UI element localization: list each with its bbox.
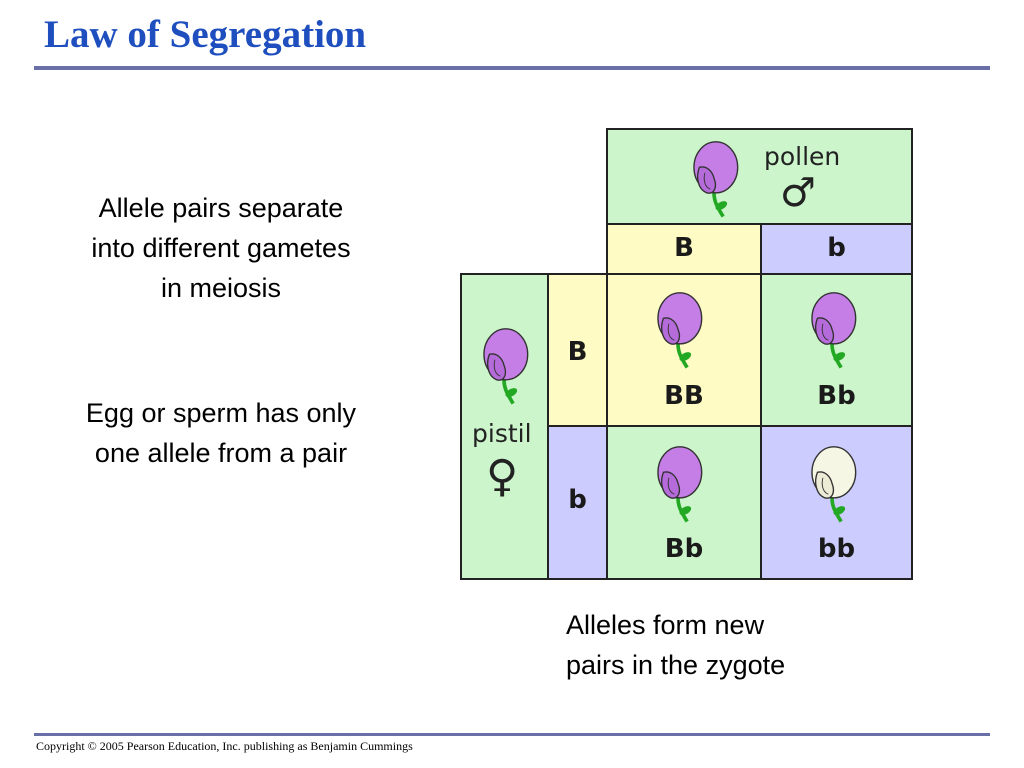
gamete-allele-text: Egg or sperm has only one allele from a … — [40, 393, 402, 473]
purple-flower-icon — [657, 446, 703, 523]
slide-title: Law of Segregation — [44, 13, 367, 56]
pistil-cell: pistil ♀ — [460, 273, 549, 580]
genotype-label: BB — [664, 381, 704, 411]
offspring-cell-bb: bb — [760, 425, 913, 580]
text-line: Allele pairs separate — [98, 193, 344, 223]
copyright-notice: Copyright © 2005 Pearson Education, Inc.… — [36, 739, 413, 753]
left-allele-b: b — [547, 425, 608, 580]
white-flower-icon — [811, 446, 857, 523]
zygote-text: Alleles form new pairs in the zygote — [566, 605, 866, 685]
offspring-cell-Bb-top: Bb — [760, 273, 913, 427]
purple-flower-icon — [657, 292, 703, 369]
allele-label: B — [567, 337, 588, 367]
allele-separation-text: Allele pairs separate into different gam… — [40, 188, 402, 308]
left-allele-B: B — [547, 273, 608, 427]
purple-flower-icon — [693, 141, 739, 218]
text-line: into different gametes — [91, 233, 351, 263]
offspring-cell-BB: BB — [606, 273, 762, 427]
allele-label: b — [568, 485, 587, 515]
male-symbol-icon: ♂ — [780, 170, 816, 216]
pollen-cell: pollen ♂ — [606, 128, 913, 225]
offspring-cell-Bb-bottom: Bb — [606, 425, 762, 580]
allele-label: b — [827, 233, 846, 263]
top-allele-B: B — [606, 223, 762, 275]
purple-flower-icon — [483, 328, 529, 405]
purple-flower-icon — [811, 292, 857, 369]
text-line: pairs in the zygote — [566, 650, 786, 680]
pistil-label: pistil — [472, 419, 532, 448]
text-line: one allele from a pair — [94, 438, 348, 468]
top-allele-b: b — [760, 223, 913, 275]
pollen-label: pollen — [764, 142, 841, 171]
genotype-label: Bb — [664, 534, 704, 564]
footer-rule — [34, 733, 990, 736]
text-line: Egg or sperm has only — [85, 398, 357, 428]
text-line: Alleles form new — [566, 610, 765, 640]
allele-label: B — [674, 233, 694, 263]
genotype-label: Bb — [817, 381, 856, 411]
female-symbol-icon: ♀ — [486, 451, 519, 502]
text-line: in meiosis — [160, 273, 282, 303]
genotype-label: bb — [817, 534, 856, 564]
title-underline — [34, 66, 990, 70]
